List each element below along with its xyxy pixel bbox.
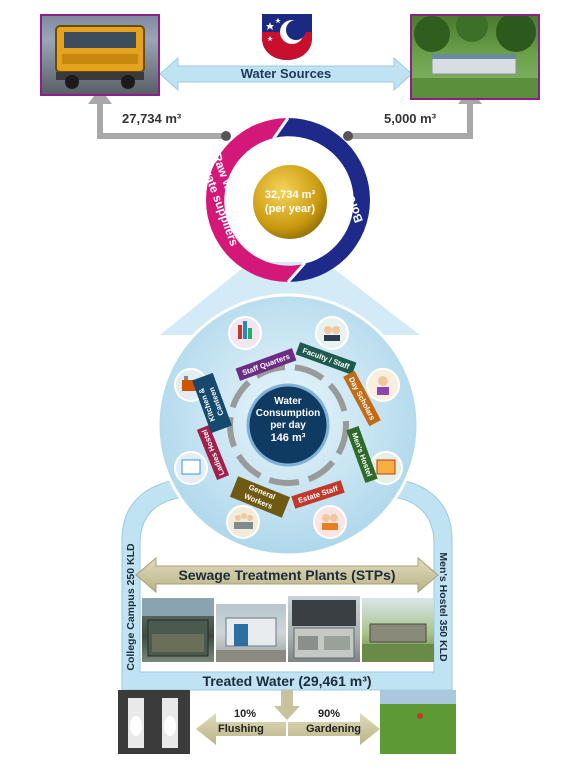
private-volume-label: 27,734 m³ — [122, 111, 182, 126]
private-segment — [206, 118, 304, 282]
borewell-segment — [274, 118, 370, 282]
gardening-photo — [380, 690, 456, 754]
stp-photo-4 — [362, 598, 434, 662]
stp-arrow — [135, 556, 439, 594]
right-stp-label: Men's Hostel 350 KLD — [437, 552, 449, 662]
gray-connector-right — [348, 100, 473, 139]
gray-arrowhead-left — [88, 88, 112, 104]
total-volume-label: 32,734 m³ (per year) — [250, 188, 330, 216]
flushing-percent: 10% — [234, 708, 257, 720]
gardening-label: Gardening — [306, 723, 362, 735]
stp-label: Sewage Treatment Plants (STPs) — [178, 567, 396, 583]
flushing-arrow — [196, 713, 286, 745]
source-ring — [204, 116, 372, 284]
total-line1: 32,734 m³ — [264, 189, 316, 201]
water-sources-label: Water Sources — [240, 66, 332, 81]
left-stp-label: College Campus 250 KLD — [125, 543, 137, 671]
connector-dot-right — [343, 131, 353, 141]
consumption-center — [246, 383, 330, 467]
center-line2: Consumption — [255, 408, 321, 419]
gardening-arrow — [288, 713, 380, 745]
gardening-percent: 90% — [318, 708, 341, 720]
center-line4: 146 m³ — [270, 432, 306, 444]
borewell-volume-label: 5,000 m³ — [384, 111, 437, 126]
flushing-label: Flushing — [218, 723, 264, 735]
treated-down-arrow — [274, 690, 300, 720]
stp-photo-3 — [288, 596, 360, 662]
flushing-photo — [118, 690, 190, 754]
consumption-center-text: Water Consumption per day 146 m³ — [248, 396, 328, 444]
total-line2: (per year) — [264, 203, 316, 215]
university-logo — [258, 10, 316, 62]
center-line3: per day — [270, 420, 306, 431]
treated-water-label: Treated Water (29,461 m³) — [202, 673, 372, 689]
stp-photo-1 — [142, 598, 214, 662]
center-line1: Water — [274, 396, 302, 407]
university-borewell-photo — [410, 14, 540, 100]
gray-connector-left — [97, 100, 226, 139]
stp-photo-2 — [216, 604, 286, 662]
private-supplier-truck-photo — [40, 14, 160, 96]
connector-dot-left — [221, 131, 231, 141]
